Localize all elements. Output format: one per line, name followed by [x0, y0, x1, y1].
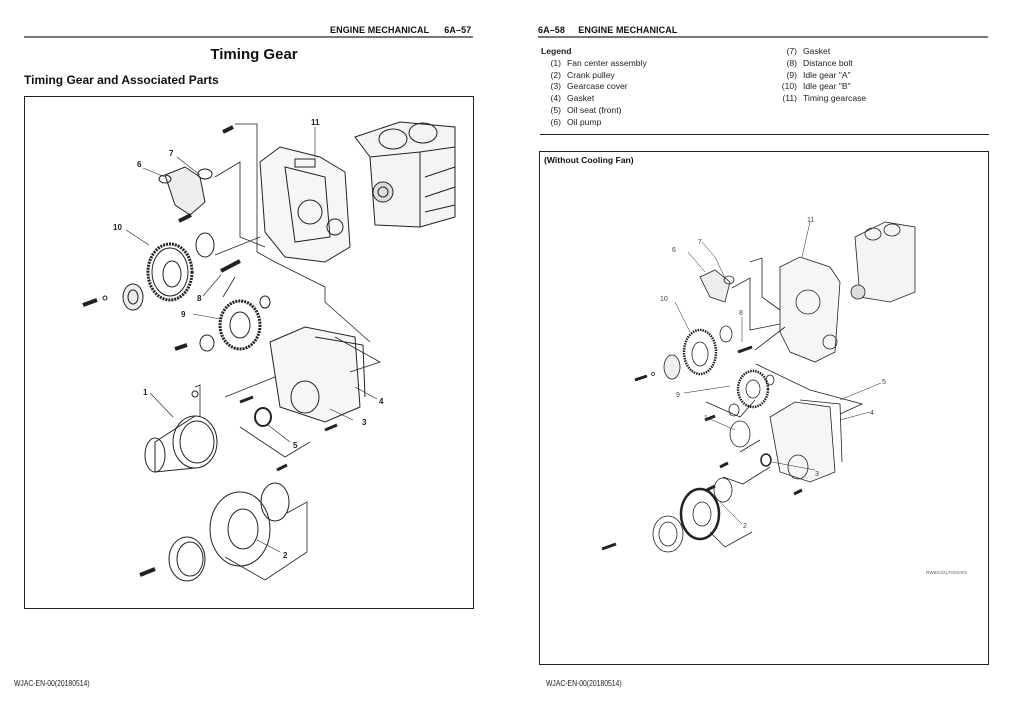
legend-item: (5)Oil seat (front): [550, 104, 622, 115]
legend-item: (2)Crank pulley: [550, 69, 615, 80]
exploded-view-drawing: 11 7 6 10 8 9 5 4 1 3 2: [601, 217, 916, 553]
legend-item: (10)Idle gear "B": [781, 81, 851, 92]
left-footer: WJAC-EN-00(20180514): [14, 679, 90, 688]
callout-6: 6: [137, 160, 142, 169]
section-subtitle: Timing Gear and Associated Parts: [24, 73, 219, 87]
figure-code: RW6G22LF001001: [926, 570, 968, 575]
header-page-number: 6A–58: [538, 25, 566, 35]
callout-4: 4: [379, 397, 384, 406]
callout-7: 7: [698, 239, 702, 246]
callout-5: 5: [882, 379, 886, 386]
engine-block-drawing: [354, 121, 456, 228]
left-page-header: ENGINE MECHANICAL 6A–57: [330, 25, 471, 35]
header-rule: [24, 36, 473, 38]
header-page-number: 6A–57: [444, 25, 472, 35]
header-section: ENGINE MECHANICAL: [578, 25, 678, 35]
fan-center-assembly-drawing: [144, 415, 218, 473]
callout-11: 11: [807, 217, 814, 224]
legend-title: Legend: [541, 46, 572, 56]
callout-9: 9: [181, 310, 186, 319]
callout-3: 3: [362, 418, 367, 427]
legend-item: (11)Timing gearcase: [782, 93, 867, 104]
exploded-view-drawing: 11 7 6 10 8 9 1 4 3 5 2: [82, 118, 456, 582]
legend-item: (3)Gearcase cover: [550, 81, 628, 92]
callout-1: 1: [143, 388, 148, 397]
callout-10: 10: [113, 223, 122, 232]
right-page: 6A–58 ENGINE MECHANICAL Legend (1)Fan ce…: [508, 0, 1016, 713]
callout-5: 5: [293, 441, 298, 450]
legend-item: (8)Distance bolt: [786, 57, 853, 68]
callout-6: 6: [672, 247, 676, 254]
figure-caption: (Without Cooling Fan): [544, 155, 634, 165]
timing-gear-diagram: 11 7 6 10 8 9 1 4 3 5 2: [24, 96, 474, 609]
callout-11: 11: [311, 118, 320, 127]
idle-gear-a-drawing: [218, 299, 262, 351]
page-title: Timing Gear: [210, 46, 298, 63]
legend-divider: [540, 134, 989, 135]
right-page-header: 6A–58 ENGINE MECHANICAL: [538, 25, 677, 35]
callout-4: 4: [870, 410, 874, 417]
header-rule: [538, 36, 988, 38]
legend-item: (1)Fan center assembly: [550, 57, 647, 68]
timing-gear-diagram-without-fan: (Without Cooling Fan): [539, 151, 989, 665]
legend-item: (7)Gasket: [786, 46, 831, 56]
right-footer: WJAC-EN-00(20180514): [546, 679, 622, 688]
legend: Legend (1)Fan center assembly (2)Crank p…: [541, 46, 991, 127]
legend-item: (4)Gasket: [550, 93, 595, 104]
gearcase-cover-drawing: [269, 326, 366, 423]
header-section: ENGINE MECHANICAL: [330, 25, 430, 35]
callout-9: 9: [676, 392, 680, 399]
legend-item: (9)Idle gear "A": [786, 69, 851, 80]
legend-item: (6)Oil pump: [550, 116, 602, 127]
callout-2: 2: [283, 551, 288, 560]
callout-10: 10: [660, 296, 668, 303]
legend-column-1: (1)Fan center assembly (2)Crank pulley (…: [541, 57, 647, 129]
oil-pump-drawing: [158, 166, 213, 216]
timing-gearcase-drawing: [259, 146, 351, 263]
crank-pulley-drawing: [168, 482, 290, 582]
callout-7: 7: [169, 149, 174, 158]
callout-1: 1: [704, 415, 708, 422]
callout-2: 2: [743, 523, 747, 530]
callout-8: 8: [197, 294, 202, 303]
legend-column-2: (7)Gasket (8)Distance bolt (9)Idle gear …: [777, 46, 867, 105]
callout-3: 3: [815, 471, 819, 478]
left-page: ENGINE MECHANICAL 6A–57 Timing Gear Timi…: [14, 25, 474, 688]
idle-gear-b-drawing: [146, 242, 194, 302]
callout-8: 8: [739, 310, 743, 317]
